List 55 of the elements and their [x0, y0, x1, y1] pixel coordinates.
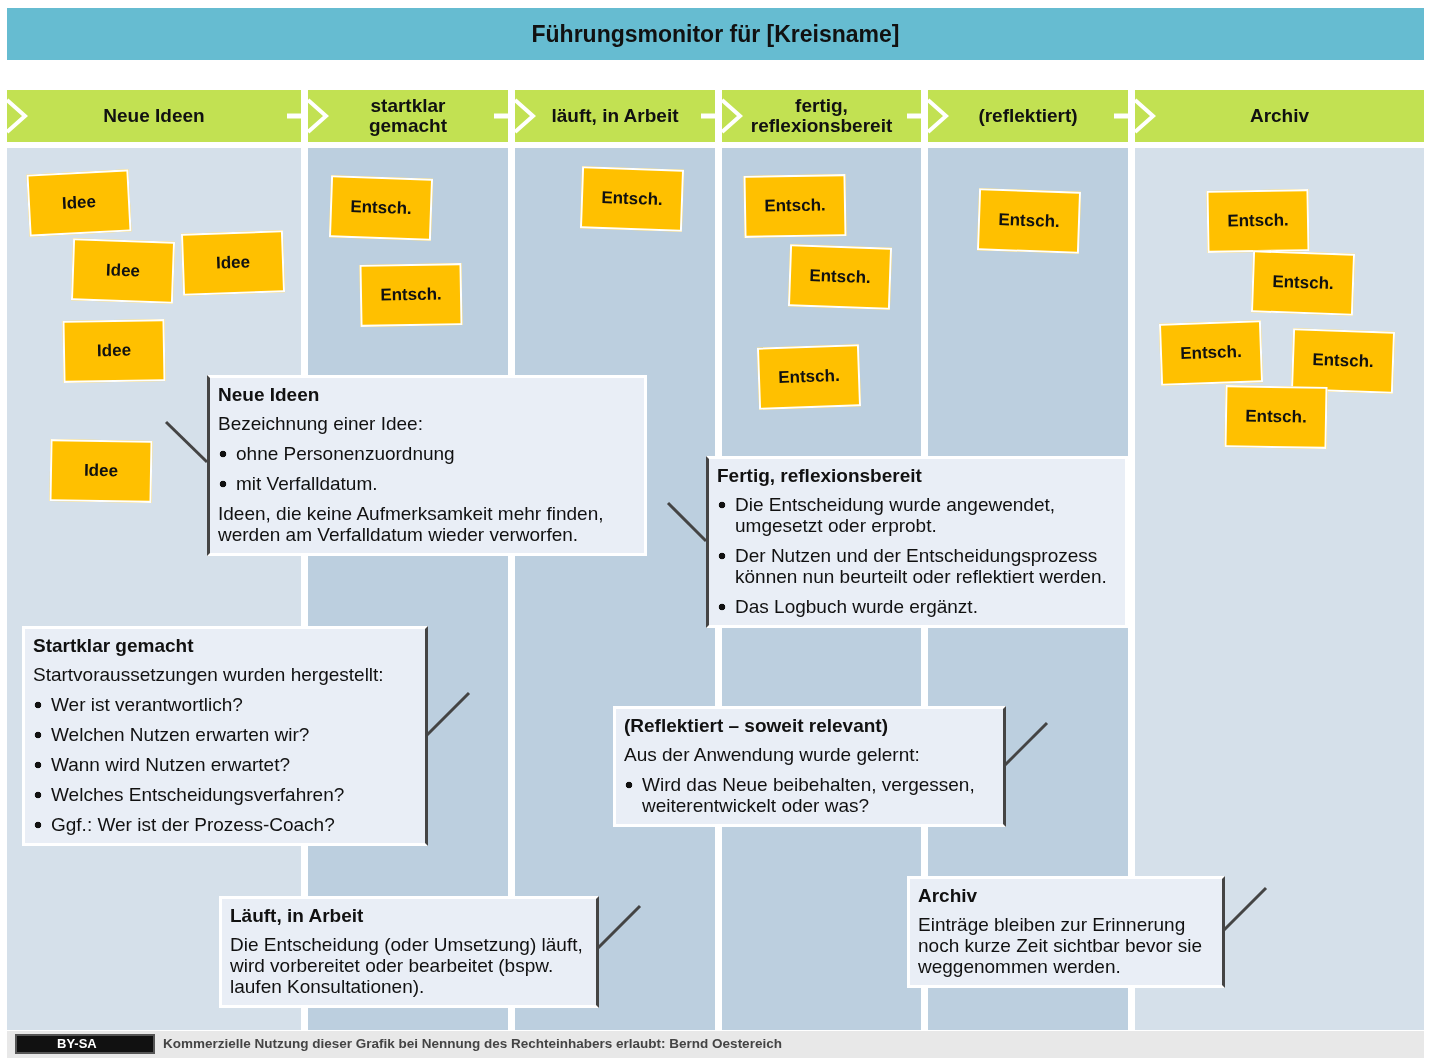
column-header: Neue Ideen [7, 90, 301, 142]
arrow [701, 98, 742, 134]
column-header: fertig, reflexionsbereit [722, 90, 921, 142]
callout-text: Einträge bleiben zur Erinnerung noch kurze Zeit sichtbar bevor sie weggenommen werden. [918, 914, 1204, 977]
leader-line [1003, 721, 1049, 767]
callout-text: Aus der Anwendung wurde gelernt: [624, 744, 921, 765]
sticky-note: Entsch. [579, 166, 685, 232]
arrow [494, 98, 535, 134]
sticky-note: Entsch. [1206, 189, 1310, 253]
callout-box [219, 896, 599, 1008]
sticky-note: Idee [49, 439, 153, 503]
column-header: Archiv [1135, 90, 1424, 142]
callout-text: Startvoraussetzungen wurden hergestellt: [33, 664, 385, 685]
callout-heading: Startklar gemacht [33, 635, 195, 656]
credit-text: Kommerzielle Nutzung dieser Grafik bei Nennung des Rechteinhabers erlaubt: Bernd Oestereich [163, 1036, 782, 1051]
leader-line [425, 691, 471, 737]
leader-line [164, 420, 209, 464]
callout-box [207, 375, 647, 556]
license-badge: BY-SA [15, 1034, 155, 1054]
sticky-note: Idee [70, 238, 176, 304]
sticky-note: Entsch. [756, 344, 862, 410]
arrow [1114, 98, 1155, 134]
leader-line [596, 904, 642, 950]
column-header: läuft, in Arbeit [515, 90, 715, 142]
sticky-note: Entsch. [328, 175, 434, 241]
sticky-note: Entsch. [787, 244, 893, 310]
column-header: startklar gemacht [308, 90, 508, 142]
sticky-note: Entsch. [1290, 328, 1396, 394]
leader-line [1222, 886, 1268, 932]
callout-box [22, 626, 428, 846]
sticky-note: Entsch. [743, 174, 847, 238]
sticky-note: Entsch. [359, 263, 463, 327]
callout-heading: (Reflektiert – soweit relevant) [624, 715, 889, 736]
callout-box [706, 456, 1128, 628]
sticky-note: Entsch. [1158, 320, 1264, 386]
sticky-note: Entsch. [1224, 385, 1328, 449]
leader-line [666, 501, 708, 543]
sticky-note: Idee [26, 169, 132, 237]
arrow [907, 98, 948, 134]
callout-heading: Archiv [918, 885, 979, 906]
callout-text: Die Entscheidung (oder Umsetzung) läuft, wird vorbereitet oder bearbeitet (bspw. laufen Konsultationen). [230, 934, 584, 997]
callout-box [907, 876, 1225, 988]
sticky-note: Idee [62, 319, 166, 383]
sticky-note: Entsch. [976, 188, 1082, 254]
callout-text: Bezeichnung einer Idee: [218, 413, 424, 434]
sticky-note: Idee [180, 230, 286, 296]
sticky-note: Entsch. [1250, 250, 1356, 316]
arrow [287, 98, 328, 134]
callout-text: Ideen, die keine Aufmerksamkeit mehr finden, werden am Verfalldatum wieder verworfen. [218, 503, 605, 545]
title-banner: Führungsmonitor für [Kreisname] [7, 8, 1424, 60]
column-header: (reflektiert) [928, 90, 1128, 142]
callout-heading: Neue Ideen [218, 384, 321, 405]
callout-heading: Läuft, in Arbeit [230, 905, 365, 926]
callout-box [613, 706, 1006, 827]
callout-heading: Fertig, reflexionsbereit [717, 465, 923, 486]
